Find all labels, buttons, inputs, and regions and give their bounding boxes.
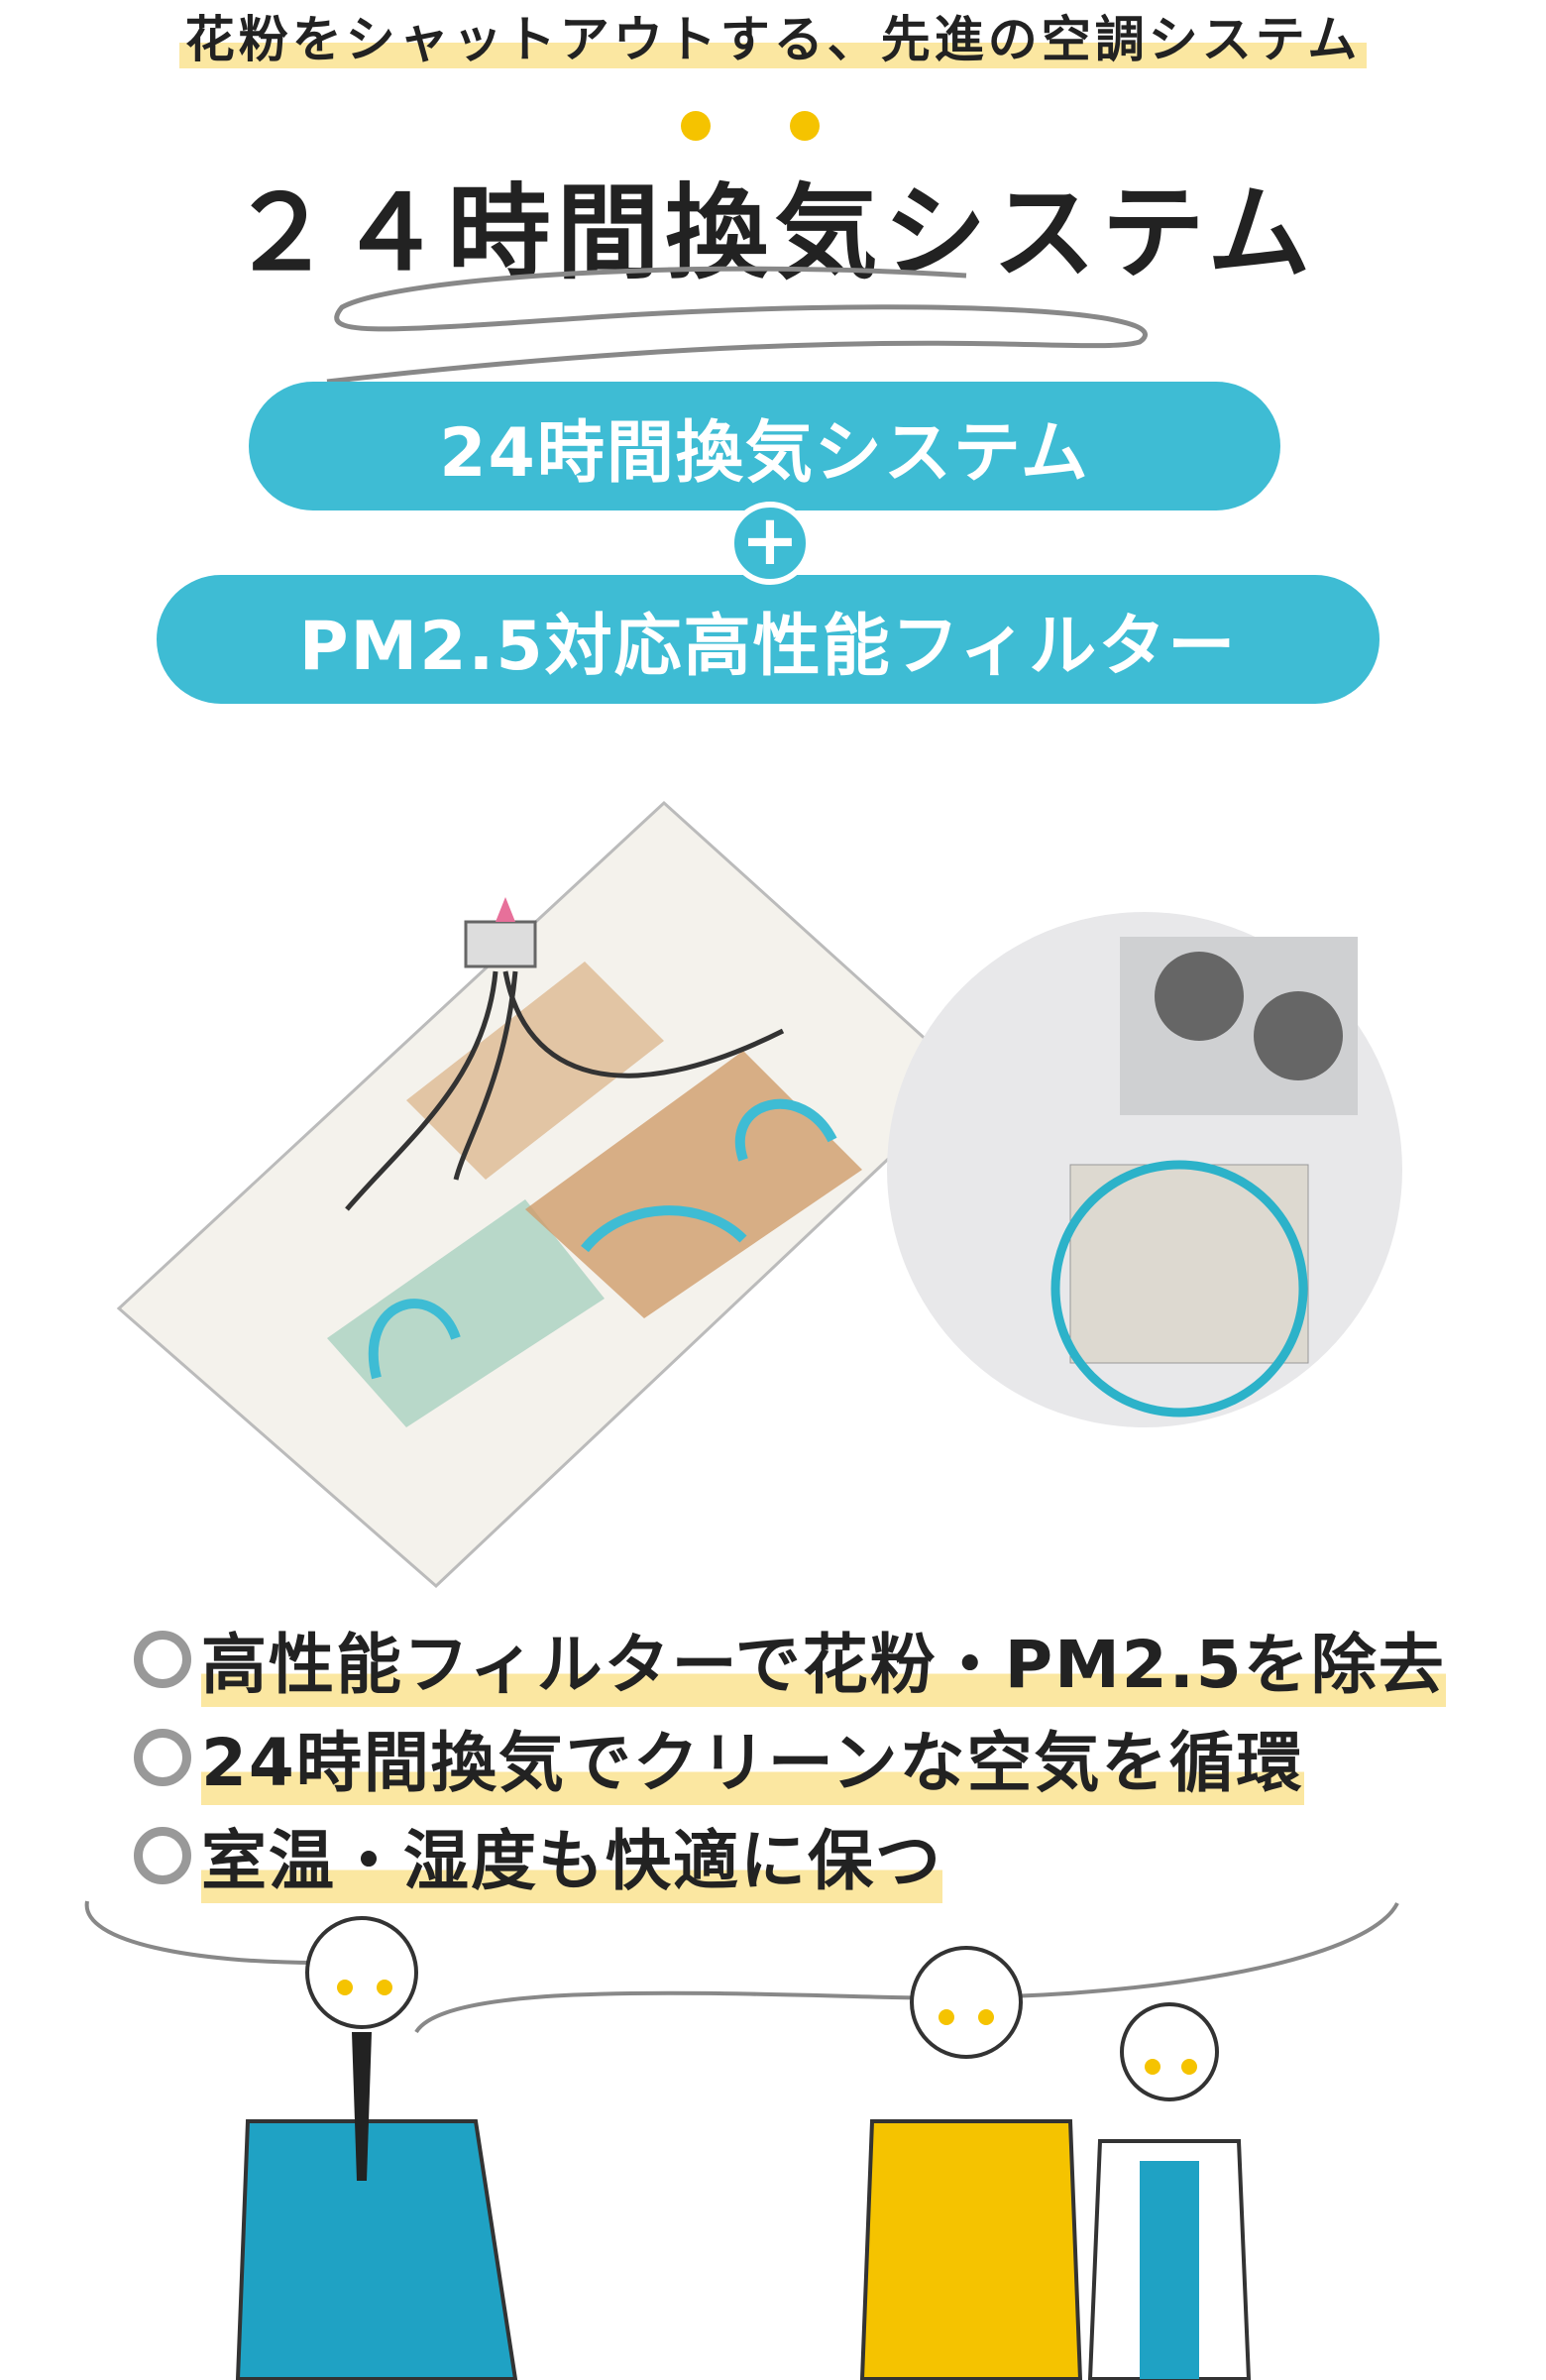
house-ventilation-illustration [116, 800, 974, 1589]
page-title: ２４時間換気システム [229, 172, 1317, 293]
decorative-swoosh [326, 266, 1148, 385]
feature-text: 24時間換気でクリーンな空気を循環 [201, 1710, 1304, 1805]
circle-bullet-icon [134, 1729, 191, 1786]
feature-item: 室温・湿度も快適に保つ [134, 1808, 942, 1903]
emphasis-dot [790, 111, 820, 141]
lead-heading: 花粉をシャットアウトする、先進の空調システム [0, 0, 1546, 71]
plus-icon: + [728, 502, 812, 585]
lead-text: 花粉をシャットアウトする、先進の空調システム [178, 11, 1368, 68]
feature-text: 高性能フィルターで花粉・PM2.5を除去 [201, 1612, 1446, 1707]
feature-item: 高性能フィルターで花粉・PM2.5を除去 [134, 1612, 1446, 1707]
emphasis-dot [681, 111, 711, 141]
system-pill: 24時間換気システム [249, 382, 1280, 510]
filter-unit-photo [887, 912, 1402, 1427]
feature-item: 24時間換気でクリーンな空気を循環 [134, 1710, 1304, 1805]
circle-bullet-icon [134, 1827, 191, 1884]
circle-bullet-icon [134, 1631, 191, 1688]
people-illustration [84, 1900, 1399, 2380]
filter-pill: PM2.5対応高性能フィルター [157, 575, 1380, 704]
feature-text: 室温・湿度も快適に保つ [201, 1808, 942, 1903]
